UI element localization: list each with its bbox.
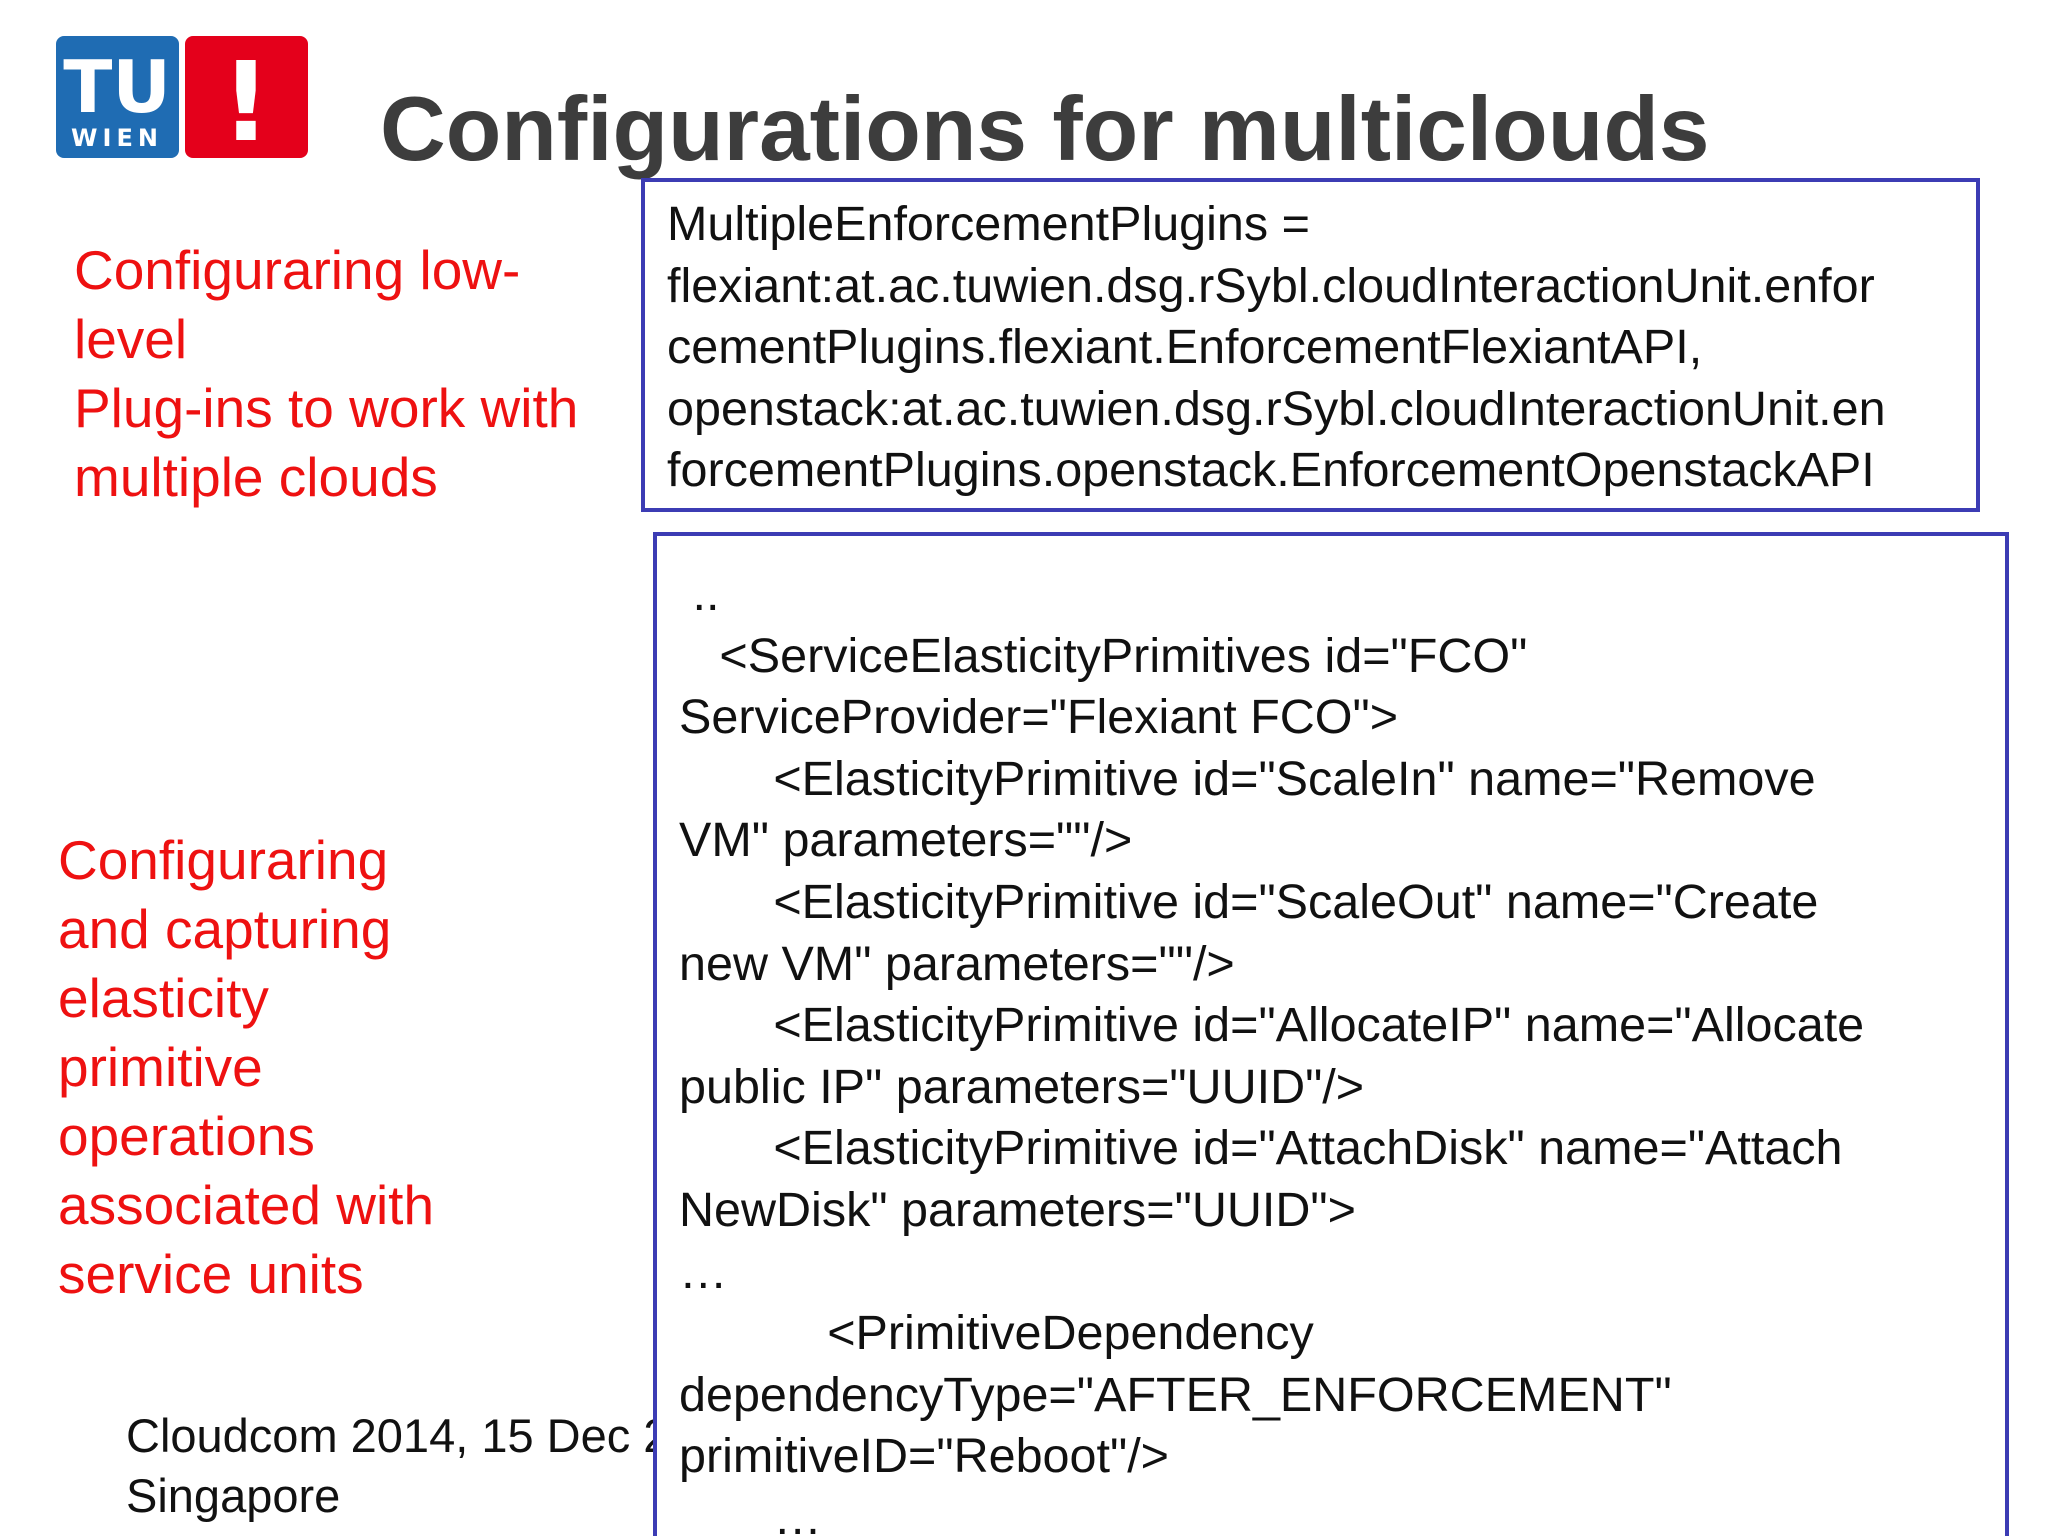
footer-line: Cloudcom 2014, 15 Dec 2014, [126,1409,656,1462]
xml-line: dependencyType="AFTER_ENFORCEMENT" [679,1367,1672,1422]
elasticity-primitives-xml-box: .. <ServiceElasticityPrimitives id="FCO"… [653,532,2009,1536]
xml-line: <PrimitiveDependency [679,1306,1314,1361]
tu-wien-logo: TU WIEN ! [56,36,308,158]
note-line: Plug-ins to work with [74,377,579,439]
note-line: service units [58,1243,364,1305]
note-line: Configuraring low- [74,239,521,301]
footer-line: Singapore [126,1469,341,1522]
xml-line: new VM" parameters=""/> [679,936,1235,991]
note-line: elasticity [58,967,269,1029]
xml-line: <ElasticityPrimitive id="AttachDisk" nam… [679,1121,1843,1176]
xml-line: <ElasticityPrimitive id="ScaleIn" name="… [679,751,1816,806]
footer-conference: Cloudcom 2014, 15 Dec 2014, Singapore [126,1406,656,1526]
note-line: and capturing [58,898,392,960]
xml-line: primitiveID="Reboot"/> [679,1429,1169,1484]
config-line: cementPlugins.flexiant.EnforcementFlexia… [667,320,1703,374]
xml-line: … [679,1244,728,1299]
logo-tu-block [56,36,179,158]
enforcement-plugins-config-box: MultipleEnforcementPlugins = flexiant:at… [641,178,1980,512]
config-line: openstack:at.ac.tuwien.dsg.rSybl.cloudIn… [667,381,1886,436]
xml-line: .. [679,567,720,621]
xml-line: public IP" parameters="UUID"/> [679,1059,1365,1114]
logo-mark-text: ! [221,38,271,158]
note-line: level [74,308,188,370]
config-line: forcementPlugins.openstack.EnforcementOp… [667,443,1875,497]
xml-line: <ElasticityPrimitive id="AllocateIP" nam… [679,998,1865,1053]
note-line: primitive [58,1036,263,1098]
config-line: flexiant:at.ac.tuwien.dsg.rSybl.cloudInt… [667,258,1875,313]
xml-line: ServiceProvider="Flexiant FCO"> [679,690,1399,745]
logo-mark-block [185,36,308,158]
logo-tu-text: TU [63,45,171,129]
elasticity-primitives-note: Configuraring and capturing elasticity p… [58,826,434,1309]
note-line: multiple clouds [74,446,438,508]
note-line: Configuraring [58,829,389,891]
xml-line: <ElasticityPrimitive id="ScaleOut" name=… [679,874,1819,929]
logo-wien-text: WIEN [71,124,163,152]
xml-line: … [679,1490,822,1536]
note-line: associated with [58,1174,435,1236]
note-line: operations [58,1105,315,1167]
low-level-plugins-note: Configuraring low- level Plug-ins to wor… [74,236,578,512]
slide-title: Configurations for multiclouds [380,79,1710,180]
xml-line: <ServiceElasticityPrimitives id="FCO" [679,628,1528,683]
config-line: MultipleEnforcementPlugins = [667,197,1310,251]
xml-line: VM" parameters=""/> [679,813,1133,868]
xml-line: NewDisk" parameters="UUID"> [679,1182,1356,1237]
